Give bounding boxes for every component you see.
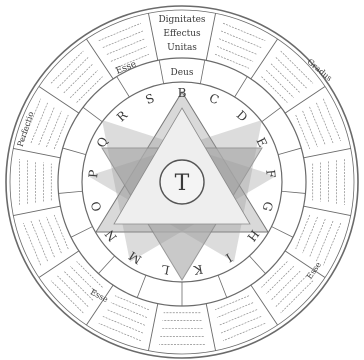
outer-text-line	[46, 217, 61, 253]
outer-text-line	[39, 107, 55, 145]
outer-divider-line	[206, 13, 215, 60]
middle-divider-line	[83, 107, 102, 121]
top-compartment: Dignitates Effectus Unitas	[158, 15, 205, 53]
ring-letter: G	[260, 200, 276, 213]
middle-divider-line	[218, 275, 227, 297]
outer-text-line	[303, 217, 318, 253]
outer-text-line	[111, 46, 147, 61]
outer-text-line	[99, 323, 141, 340]
outer-text-line	[54, 215, 68, 249]
outer-divider-line	[206, 304, 215, 351]
outer-divider-line	[13, 206, 60, 215]
outer-text-line	[316, 221, 333, 261]
right-mid-word: Esse	[305, 260, 323, 281]
ring-letter: R	[114, 107, 131, 124]
ring-letter: F	[263, 169, 278, 179]
outer-text-line	[70, 70, 98, 98]
bottom-left-word: Esse	[89, 287, 110, 304]
ring-letter: O	[88, 200, 104, 213]
outer-divider-line	[304, 206, 351, 215]
middle-divider-line	[59, 191, 83, 193]
ring-letter: L	[160, 262, 170, 277]
outer-text-line	[303, 111, 318, 147]
outer-text-line	[31, 221, 48, 261]
outer-text-line	[296, 215, 310, 249]
middle-divider-line	[282, 191, 306, 193]
outer-text-line	[219, 310, 257, 326]
outer-text-line	[223, 323, 265, 340]
outer-text-line	[219, 39, 257, 55]
middle-divider-line	[249, 256, 265, 274]
outer-text-line	[271, 271, 300, 300]
outer-text-line	[111, 303, 147, 318]
outer-text-line	[64, 64, 93, 93]
outer-text-line	[31, 103, 48, 143]
outer-text-line	[103, 31, 143, 48]
center-seal: T	[160, 160, 204, 204]
outer-text-line	[115, 296, 149, 310]
middle-divider-line	[137, 275, 146, 297]
outer-text-line	[103, 316, 143, 333]
outer-text-line	[310, 219, 326, 257]
outer-text-line	[316, 103, 333, 143]
top-word-2: Effectus	[163, 29, 201, 39]
outer-text-line	[271, 64, 300, 93]
outer-text-line	[310, 107, 326, 145]
middle-divider-line	[117, 77, 130, 97]
middle-divider-line	[272, 227, 293, 238]
center-letter: T	[175, 171, 190, 196]
ring-letter: B	[178, 86, 187, 100]
outer-divider-line	[304, 148, 351, 157]
outer-text-line	[266, 70, 294, 98]
outer-text-line	[46, 111, 61, 147]
middle-divider-line	[63, 148, 86, 155]
outer-text-line	[223, 23, 265, 40]
middle-divider-line	[159, 60, 163, 84]
outer-text-line	[221, 31, 261, 48]
top-left-word: Esse	[115, 60, 138, 77]
middle-divider-line	[71, 227, 92, 238]
ring-letter: K	[192, 262, 204, 278]
outer-text-line	[39, 219, 55, 257]
outer-text-line	[23, 223, 40, 265]
middle-divider-line	[278, 148, 301, 155]
middle-divider-line	[262, 107, 281, 121]
middle-divider-line	[200, 60, 204, 84]
outer-divider-line	[13, 148, 60, 157]
outer-divider-line	[148, 304, 157, 351]
outer-text-line	[64, 271, 93, 300]
ring-letter: S	[143, 91, 156, 107]
outer-text-line	[296, 115, 310, 149]
outer-text-line	[215, 296, 249, 310]
outer-text-line	[217, 46, 253, 61]
ring-letter: C	[207, 91, 221, 107]
outer-divider-line	[148, 13, 157, 60]
outer-text-line	[217, 303, 253, 318]
outer-text-line	[323, 223, 340, 265]
deus-label: Deus	[171, 68, 194, 78]
outer-text-line	[99, 23, 141, 40]
outer-text-line	[323, 99, 340, 141]
middle-divider-line	[235, 77, 248, 97]
ring-letter: P	[86, 169, 101, 178]
outer-text-line	[107, 310, 145, 326]
outer-text-line	[215, 54, 249, 68]
top-word-1: Dignitates	[158, 15, 205, 25]
middle-divider-line	[98, 256, 114, 274]
outer-text-line	[221, 316, 261, 333]
outer-text-line	[107, 39, 145, 55]
top-word-3: Unitas	[167, 43, 197, 53]
outer-text-line	[266, 266, 294, 294]
outer-text-line	[54, 115, 68, 149]
ring-letter: D	[234, 108, 251, 125]
